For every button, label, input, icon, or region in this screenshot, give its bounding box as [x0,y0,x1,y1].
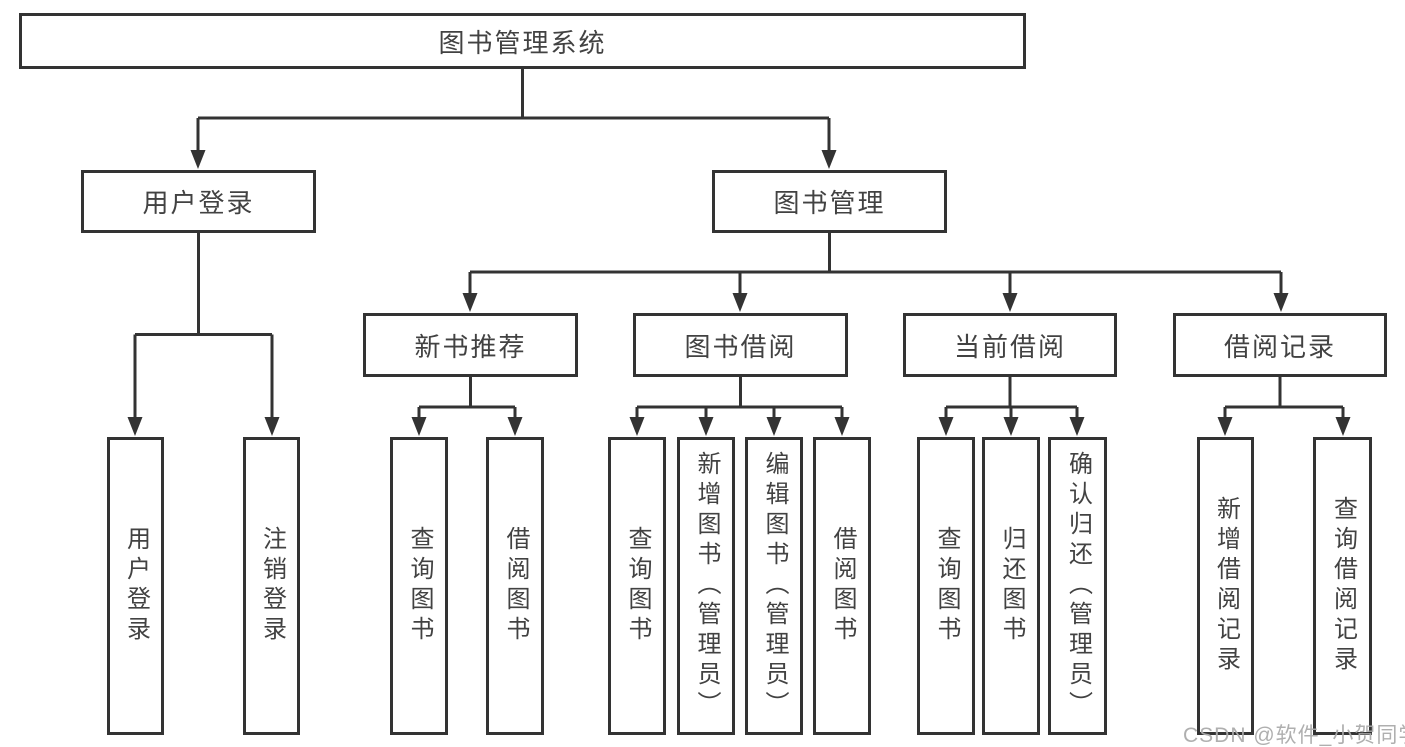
leaf-query-borrow-record: 查询借阅记录 [1313,437,1372,735]
node-label: 图书借阅 [684,331,797,362]
leaf-add-books-admin: 新增图书（管理员） [677,437,735,735]
node-current-borrow: 当前借阅 [903,313,1117,377]
leaf-query-books-current: 查询图书 [917,437,975,735]
node-label: 借阅图书 [829,526,856,646]
leaf-logout: 注销登录 [243,437,300,735]
csdn-watermark: CSDN @软件_小贺同学 [1183,724,1405,747]
leaf-return-books: 归还图书 [982,437,1040,735]
node-root-system: 图书管理系统 [19,13,1026,69]
node-label: 新书推荐 [414,331,527,362]
node-label: 新增借阅记录 [1212,496,1240,676]
node-user-login: 用户登录 [81,170,316,233]
leaf-edit-books-admin: 编辑图书（管理员） [745,437,803,735]
node-label: 图书管理 [773,188,886,218]
node-book-borrow: 图书借阅 [633,313,848,377]
node-label: 图书管理系统 [438,27,607,58]
leaf-borrow-books-recommend: 借阅图书 [486,437,544,735]
arrowheads [127,150,1351,436]
leaf-user-login: 用户登录 [107,437,164,735]
node-label: 借阅图书 [502,526,529,646]
node-book-management: 图书管理 [712,170,947,233]
node-new-book-recommend: 新书推荐 [363,313,578,377]
node-label: 确认归还（管理员） [1064,451,1092,721]
node-label: 查询图书 [624,526,651,646]
leaf-confirm-return-admin: 确认归还（管理员） [1048,437,1107,735]
node-label: 归还图书 [998,526,1025,646]
node-label: 注销登录 [258,526,286,646]
node-label: 用户登录 [142,188,255,218]
node-label: 新增图书（管理员） [693,451,720,721]
node-label: 查询图书 [933,526,960,646]
node-label: 查询借阅记录 [1329,496,1357,676]
leaf-borrow-books: 借阅图书 [813,437,871,735]
node-label: 借阅记录 [1223,331,1336,362]
node-label: 当前借阅 [953,331,1066,362]
leaf-query-books-recommend: 查询图书 [390,437,448,735]
leaf-query-books-borrow: 查询图书 [608,437,666,735]
node-borrow-records: 借阅记录 [1173,313,1387,377]
node-label: 用户登录 [122,526,150,646]
node-label: 编辑图书（管理员） [761,451,788,721]
leaf-add-borrow-record: 新增借阅记录 [1197,437,1254,735]
node-label: 查询图书 [406,526,433,646]
